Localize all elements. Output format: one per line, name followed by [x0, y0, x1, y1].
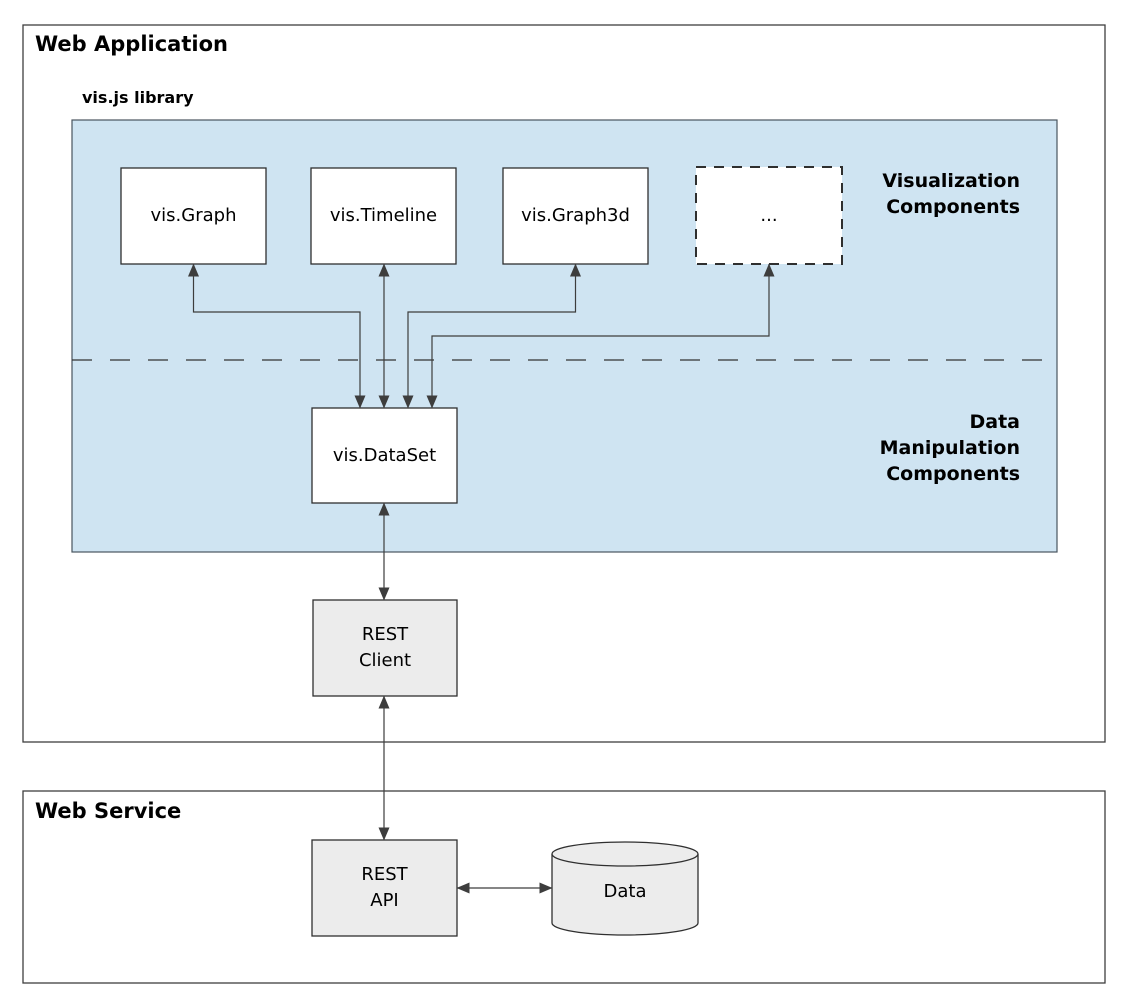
data-cylinder-label: Data — [603, 881, 647, 902]
arrow-graph-dataset — [188, 263, 366, 409]
visualization-components-section-label: Visualization Components — [882, 170, 1020, 218]
vis-dataset-node-label: vis.DataSet — [332, 444, 437, 466]
rest-api-node-label: REST API — [361, 864, 408, 911]
data-manipulation-components-section-label: Data Manipulation Components — [879, 411, 1020, 485]
vis-graph3d-node-label: vis.Graph3d — [521, 205, 630, 226]
vis-graph-node-label: vis.Graph — [150, 205, 237, 226]
rest-client-node-label: REST Client — [358, 624, 412, 671]
arrow-more-dataset — [426, 263, 775, 409]
web-application-box — [22, 24, 1106, 743]
vis-timeline-node-label: vis.Timeline — [329, 205, 438, 226]
arrow-graph3d-dataset — [402, 263, 581, 409]
web-service-title: Web Service — [35, 799, 182, 823]
visjs-library-label: vis.js library — [82, 87, 194, 107]
web-application-title: Web Application — [35, 32, 228, 56]
